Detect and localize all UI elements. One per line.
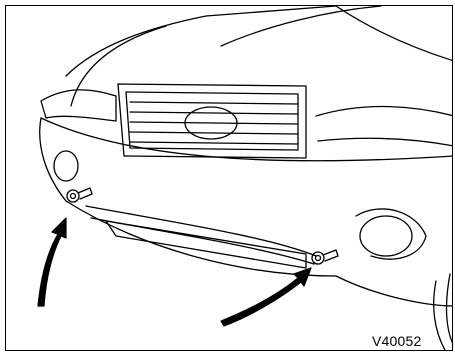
lower-bumper-line-2 bbox=[91, 218, 314, 264]
grille-slat-3 bbox=[130, 122, 298, 124]
bumper-curve bbox=[40, 118, 66, 201]
grille-slat-5 bbox=[130, 142, 298, 144]
headlight-left bbox=[41, 90, 116, 121]
grille-inner bbox=[126, 92, 298, 150]
right-wheel-2 bbox=[447, 274, 453, 346]
arrow-left-icon bbox=[38, 218, 66, 306]
right-fender bbox=[336, 276, 453, 306]
hook-right-icon bbox=[312, 250, 338, 264]
fog-lamp-right bbox=[360, 216, 412, 256]
figure-code: V40052 bbox=[372, 333, 421, 349]
headlight-right bbox=[316, 107, 453, 116]
lower-bumper-line bbox=[86, 206, 316, 256]
hook-left-icon bbox=[67, 188, 92, 202]
right-wheel bbox=[434, 281, 446, 351]
hood-crease bbox=[221, 6, 381, 46]
grille-outer bbox=[118, 84, 306, 158]
headlight-right-lower bbox=[318, 138, 453, 146]
arrow-right-icon bbox=[221, 268, 311, 326]
fog-lamp-left bbox=[54, 151, 78, 181]
grille-slat-1 bbox=[130, 102, 298, 104]
vehicle-front-drawing bbox=[6, 6, 453, 351]
illustration-frame: V40052 bbox=[5, 5, 453, 351]
hood-edge-right bbox=[336, 6, 453, 61]
grille-slat-2 bbox=[130, 112, 298, 114]
hood-outline bbox=[66, 6, 336, 76]
grille-slat-4 bbox=[130, 132, 298, 134]
